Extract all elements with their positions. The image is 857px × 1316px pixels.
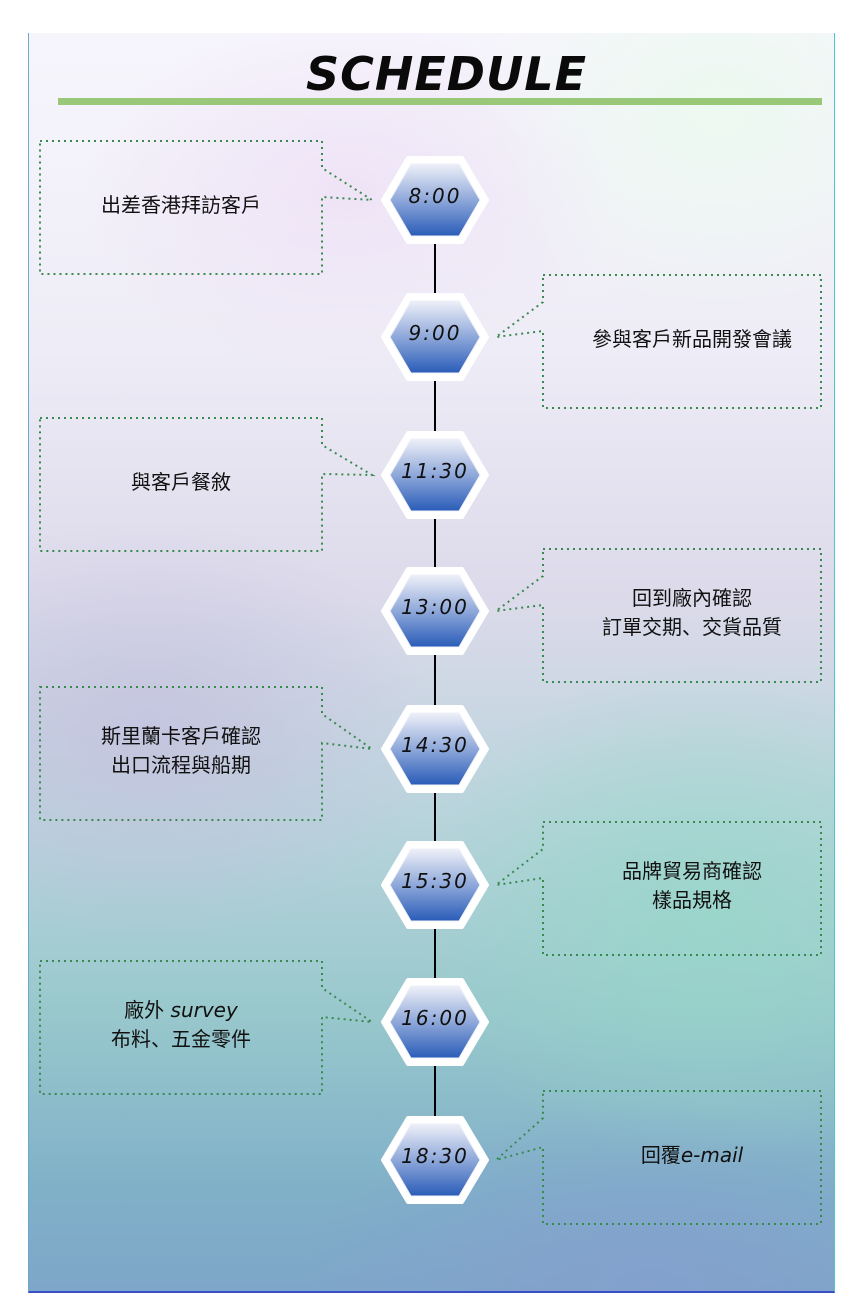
event-description: 品牌貿易商確認樣品規格 [563,822,821,949]
time-label: 18:30 [401,1144,469,1168]
time-label: 8:00 [408,184,462,208]
event-description-line: 樣品規格 [652,887,732,912]
timeline-line [434,200,436,1160]
hexagon-shape [381,293,489,381]
event-description-line: 訂單交期、交貨品質 [602,614,782,639]
event-description-line: 布料、五金零件 [111,1026,251,1051]
time-label: 15:30 [401,869,469,893]
event-description-line: 與客戶餐敘 [131,470,231,494]
event-description: 出差香港拜訪客戶 [40,141,322,270]
event-description: 回到廠內確認訂單交期、交貨品質 [563,549,821,676]
time-label: 14:30 [401,733,469,757]
hexagon-shape [381,567,489,655]
event-description-line: 廠外 survey [124,997,238,1022]
hexagon-shape [381,841,489,929]
event-description-line: 參與客戶新品開發會議 [592,327,792,351]
time-label: 11:30 [401,459,469,483]
event-description-line: 回覆e-mail [640,1143,744,1167]
hexagon-shape [381,705,489,793]
title-underline [58,98,822,105]
page-title: SCHEDULE [305,47,588,101]
time-marker: 15:30 [380,840,490,930]
hexagon-shape [381,431,489,519]
time-marker: 13:00 [380,566,490,656]
event-description-line: 出口流程與船期 [111,752,251,777]
event-description: 斯里蘭卡客戶確認出口流程與船期 [40,687,322,814]
event-description: 參與客戶新品開發會議 [563,275,821,404]
time-label: 16:00 [401,1006,469,1030]
time-marker: 14:30 [380,704,490,794]
event-description-line: 斯里蘭卡客戶確認 [101,723,261,748]
event-description: 與客戶餐敘 [40,418,322,547]
time-marker: 8:00 [380,155,490,245]
event-description: 回覆e-mail [563,1091,821,1220]
event-description: 廠外 survey 布料、五金零件 [40,961,322,1088]
event-description-line: 出差香港拜訪客戶 [101,193,261,217]
time-marker: 11:30 [380,430,490,520]
hexagon-shape [381,978,489,1066]
time-marker: 18:30 [380,1115,490,1205]
time-label: 9:00 [408,321,462,345]
time-marker: 9:00 [380,292,490,382]
event-description-line: 回到廠內確認 [632,585,752,610]
hexagon-shape [381,156,489,244]
hexagon-shape [381,1116,489,1204]
event-description-line: 品牌貿易商確認 [622,858,762,883]
time-marker: 16:00 [380,977,490,1067]
time-label: 13:00 [401,595,469,619]
